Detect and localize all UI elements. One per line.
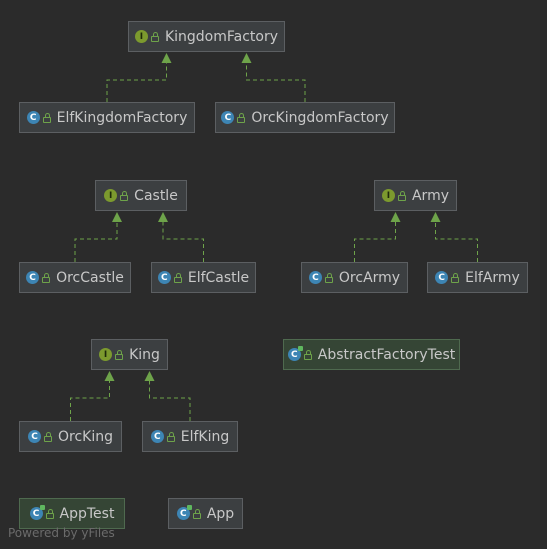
node-elf-king[interactable]: C ElfKing <box>142 421 238 452</box>
lock-icon <box>42 272 51 283</box>
lock-icon <box>192 508 201 519</box>
implements-edge <box>74 221 118 262</box>
node-kingdom-factory[interactable]: I KingdomFactory <box>128 21 285 52</box>
node-elf-castle[interactable]: C ElfCastle <box>151 262 256 293</box>
runnable-class-icon: C <box>176 505 192 520</box>
node-label: Castle <box>134 187 178 204</box>
lock-icon <box>120 190 129 201</box>
implements-edge <box>106 62 167 102</box>
lock-icon <box>237 112 246 123</box>
lock-icon <box>44 431 52 442</box>
node-label: Army <box>411 187 449 204</box>
lock-icon <box>42 112 51 123</box>
lock-icon <box>451 272 460 283</box>
node-label: OrcKingdomFactory <box>251 109 389 126</box>
node-label: KingdomFactory <box>164 28 279 45</box>
node-label: OrcArmy <box>338 269 401 286</box>
class-icon: C <box>308 271 322 284</box>
arrowhead <box>390 212 401 222</box>
class-icon: C <box>26 271 40 284</box>
node-app[interactable]: C App <box>168 498 243 529</box>
node-label: AbstractFactoryTest <box>317 346 456 363</box>
powered-by-label: Powered by yFiles <box>8 526 115 540</box>
node-elf-kingdom-factory[interactable]: C ElfKingdomFactory <box>19 102 195 133</box>
arrowhead <box>430 212 441 222</box>
lock-icon <box>397 190 406 201</box>
class-icon: C <box>221 111 235 124</box>
node-orc-kingdom-factory[interactable]: C OrcKingdomFactory <box>215 102 395 133</box>
node-castle[interactable]: I Castle <box>95 180 187 211</box>
implements-edge <box>162 221 204 262</box>
class-icon: C <box>150 430 164 443</box>
lock-icon <box>324 272 333 283</box>
node-orc-army[interactable]: C OrcArmy <box>301 262 408 293</box>
node-label: App <box>206 505 235 522</box>
arrowhead <box>144 371 155 381</box>
interface-icon: I <box>381 189 395 202</box>
node-label: ElfArmy <box>465 269 520 286</box>
implements-edge <box>354 221 396 262</box>
node-label: OrcKing <box>58 428 113 445</box>
node-label: ElfCastle <box>187 269 250 286</box>
implements-edge <box>435 221 478 262</box>
node-app-test[interactable]: C AppTest <box>19 498 125 529</box>
node-army[interactable]: I Army <box>374 180 457 211</box>
interface-icon: I <box>104 189 118 202</box>
interface-icon: I <box>99 348 113 361</box>
class-icon: C <box>28 430 41 443</box>
interface-icon: I <box>134 30 148 43</box>
lock-icon <box>45 508 54 519</box>
node-label: OrcCastle <box>56 269 124 286</box>
class-icon: C <box>157 271 171 284</box>
class-icon: C <box>26 111 40 124</box>
lock-icon <box>150 31 159 42</box>
test-class-icon: C <box>287 346 303 361</box>
lock-icon <box>303 349 312 360</box>
lock-icon <box>166 431 175 442</box>
node-king[interactable]: I King <box>91 339 168 370</box>
node-orc-king[interactable]: C OrcKing <box>19 421 122 452</box>
arrowhead <box>104 371 115 381</box>
node-abstract-factory-test[interactable]: C AbstractFactoryTest <box>283 339 460 370</box>
arrowhead <box>161 53 172 63</box>
arrowhead <box>241 53 252 63</box>
lock-icon <box>173 272 182 283</box>
lock-icon <box>115 349 124 360</box>
class-icon: C <box>435 271 449 284</box>
node-orc-castle[interactable]: C OrcCastle <box>19 262 131 293</box>
arrowhead <box>158 212 168 222</box>
test-class-icon: C <box>29 505 45 520</box>
node-label: King <box>129 346 160 363</box>
implements-edge <box>149 380 191 421</box>
implements-edge <box>246 62 306 102</box>
node-elf-army[interactable]: C ElfArmy <box>427 262 528 293</box>
node-label: ElfKing <box>180 428 230 445</box>
implements-edge <box>70 380 110 421</box>
node-label: AppTest <box>59 505 115 522</box>
arrowhead <box>112 212 122 222</box>
node-label: ElfKingdomFactory <box>56 109 188 126</box>
